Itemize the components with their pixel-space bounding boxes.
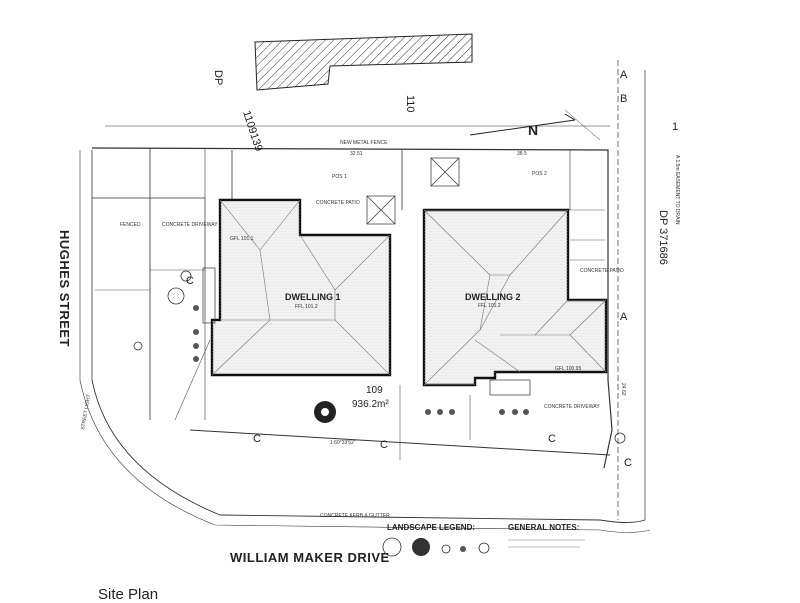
dwelling-2-gfl: GFL 100.95 [555, 366, 581, 372]
grid-a-label: A [620, 69, 628, 81]
legend-general-title: GENERAL NOTES: [508, 523, 579, 532]
north-label: N [528, 122, 538, 138]
grid-1-label: 1 [672, 121, 678, 133]
dwelling-1-ffl: FFL 101.2 [295, 304, 318, 310]
pos-2: POS 2 [532, 171, 547, 177]
site-structures [202, 157, 531, 396]
landscape-legend: LANDSCAPE LEGEND: GENERAL NOTES: [382, 523, 585, 557]
dp-right-label: DP 371686 [657, 210, 669, 265]
fence-note: NEW METAL FENCE [340, 140, 388, 146]
grid-c3-label: C [380, 439, 388, 451]
dim-top-2: 38.5 [517, 151, 527, 157]
dwelling-2: DWELLING 2 FFL 101.2 GFL 100.95 [422, 208, 608, 387]
dim-top-1: 32.51 [350, 151, 363, 157]
dp-top-label: 1109139 [240, 109, 264, 153]
lot-110-label: 110 [404, 95, 416, 113]
lot-area: 936.2m² [352, 399, 389, 410]
legend-landscape-title: LANDSCAPE LEGEND: [387, 523, 475, 532]
lot-number: 109 [366, 385, 383, 396]
dim-right: 24.62 [620, 383, 626, 396]
street-william-maker: WILLIAM MAKER DRIVE [230, 550, 390, 565]
road-edge [79, 150, 651, 533]
street-light: STREET LIGHT [80, 394, 92, 430]
dwelling-2-title: DWELLING 2 [465, 292, 521, 302]
north-arrow-icon: N [469, 113, 576, 138]
lot-info: 109 936.2m² [352, 385, 389, 410]
grid-c4-label: C [548, 433, 556, 445]
pos-1: POS 1 [332, 174, 347, 180]
dwelling-1: DWELLING 1 FFL 101.2 GFL 101.1 [210, 198, 392, 377]
grid-c1-label: C [186, 275, 194, 287]
neighbour-building [254, 33, 473, 91]
grid-a-lower-label: A [620, 311, 628, 323]
grid-b-label: B [620, 93, 627, 105]
dp-left-label: DP [212, 70, 224, 85]
grid-c5-label: C [624, 457, 632, 469]
dwelling-1-title: DWELLING 1 [285, 292, 341, 302]
kerb-note: CONCRETE KERB & GUTTER [320, 513, 390, 519]
dwelling-1-gfl: GFL 101.1 [230, 236, 254, 242]
right-notes: A 1.5m EASEMENT TO DRAIN [674, 155, 680, 225]
dim-bottom: 1:60°33'52" [330, 440, 356, 446]
concrete-driveway-1: CONCRETE DRIVEWAY [162, 222, 218, 228]
street-hughes: HUGHES STREET [57, 230, 72, 347]
page-caption: Site Plan [98, 586, 159, 603]
concrete-patio-2: CONCRETE PATIO [580, 268, 624, 274]
fenced-note: FENCED [120, 222, 141, 228]
dwelling-2-ffl: FFL 101.2 [478, 303, 501, 309]
concrete-patio-1: CONCRETE PATIO [316, 200, 360, 206]
concrete-driveway-2: CONCRETE DRIVEWAY [544, 404, 600, 410]
landscaping [133, 270, 626, 444]
fences [95, 198, 605, 460]
grid-c2-label: C [253, 433, 261, 445]
